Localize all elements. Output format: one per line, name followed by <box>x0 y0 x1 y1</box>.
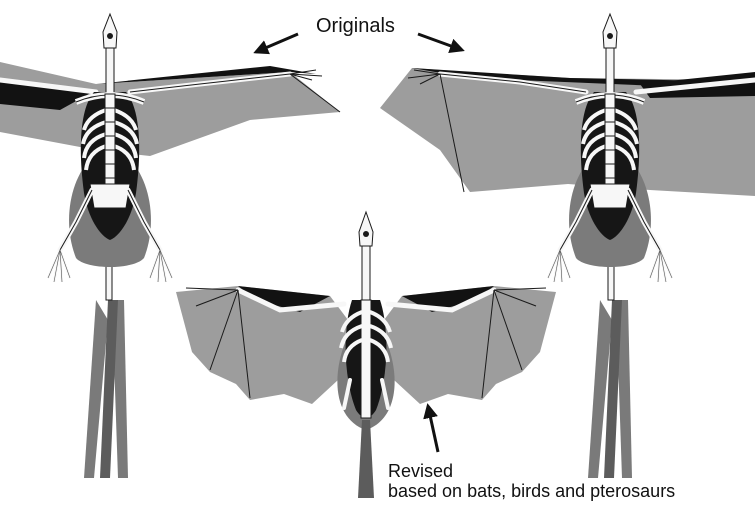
revised-figure-center <box>176 210 556 498</box>
arrow-icon <box>253 32 299 55</box>
arrow-icon <box>417 32 465 53</box>
arrow-icon <box>423 403 440 453</box>
original-figure-right <box>380 14 755 478</box>
original-figure-left <box>0 14 341 478</box>
revised-label: Revised <box>388 461 454 481</box>
revised-basis-label: based on bats, birds and pterosaurs <box>388 481 676 501</box>
originals-label: Originals <box>316 15 395 37</box>
